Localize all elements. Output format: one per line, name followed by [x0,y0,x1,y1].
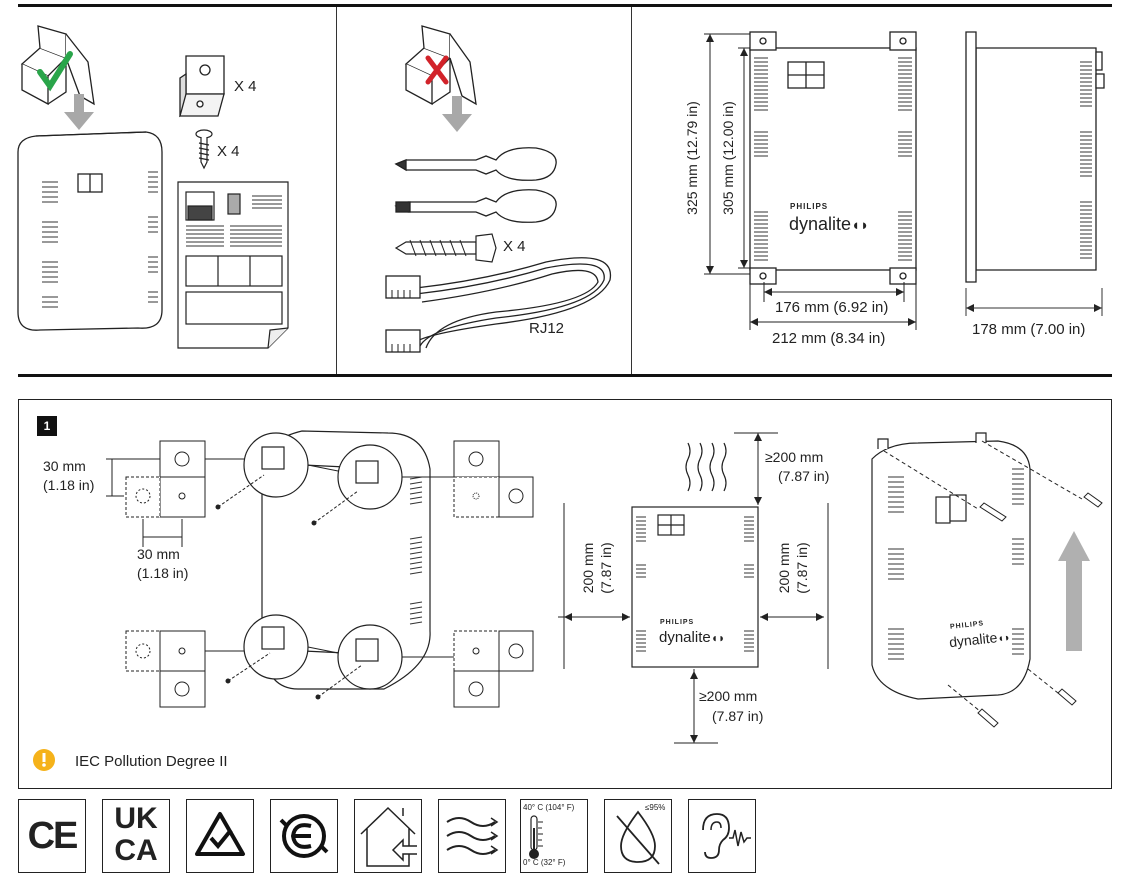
dynalite-logo-icon: ◖◗ [851,217,870,234]
clearance-bottom-in: (7.87 in) [712,708,764,724]
screw-quantity: X 4 [217,143,240,160]
document-icon [177,181,289,349]
rj12-connector-pins [391,290,411,352]
cross-icon [425,55,449,85]
rcm-mark-icon [186,799,254,873]
bracket-offset-dims [106,458,183,547]
bracket-icon [179,55,225,118]
bracket-leader-lines [205,458,454,658]
box-contents-illustration [17,25,289,349]
device-vents [42,171,158,308]
down-arrow-icon [64,94,94,130]
wall-screw-threads [409,239,467,257]
humidity-value: ≤95% [645,803,666,812]
bracket-template-top-right [453,440,534,518]
dimensions-drawing [704,31,1105,330]
step1-mounting-drawing [33,430,1103,771]
document-text-lines [186,195,282,247]
clearance-left-mm: 200 mm [580,542,596,594]
installed-screws [883,440,1103,728]
offset-h-mm: 30 mm [137,546,180,562]
indoor-use-icon [354,799,422,873]
bracket-quantity: X 4 [234,78,257,95]
top-rule [18,4,1112,7]
clearance-left-in: (7.87 in) [598,542,614,594]
clearance-right-mm: 200 mm [776,542,792,594]
wall-screw-quantity: X 4 [503,238,526,255]
dynalite-logo-icon: ◖◗ [710,631,726,645]
ukca-bottom: CA [114,834,158,867]
clearance-top-mm: ≥200 mm [765,449,824,465]
bracket-template-top-left [125,440,206,518]
dim-height-inner: 305 mm (12.00 in) [720,101,736,215]
installed-device-vents [888,468,1024,660]
dim-width-outer: 212 mm (8.34 in) [772,330,886,347]
screwdriver-phillips-icon [394,147,557,181]
temp-max: 40° C (104° F) [523,803,575,812]
clearance-arrowheads [564,433,824,743]
brand-large-clearance: dynalite◖◗ [659,629,725,646]
ukca-mark-icon: UK CA [102,799,170,873]
dim-height-outer: 325 mm (12.79 in) [684,101,700,215]
ce-mark-icon: CE [18,799,86,873]
cable-label: RJ12 [529,320,565,337]
brand-small-top: PHILIPS [790,202,829,211]
airflow-icon [438,799,506,873]
offset-h-in: (1.18 in) [137,565,189,581]
dimension-arrowheads [706,34,1102,326]
rj12-cable-icon [385,257,612,353]
warning-icon [33,749,55,771]
mounting-screws [215,474,363,700]
brand-wordmark: dynalite [789,214,852,234]
divider-2 [631,7,632,374]
bracket-template-bottom-left [125,630,206,708]
side-view-vents [965,61,1103,316]
open-box-icon [20,25,95,106]
tools-illustration [385,25,612,353]
front-view-vents [754,57,912,261]
device-side-view [965,31,1105,283]
down-arrow-icon [442,96,472,132]
middle-rule [18,374,1112,377]
step-number-badge: 1 [37,416,57,436]
device-illustration [17,131,163,331]
thermometer-icon: 40° C (104° F) 0° C (32° F) [520,799,588,873]
wall-screw-icon [394,233,497,263]
ce-text: CE [27,815,79,857]
bracket-detail-circles [243,432,403,690]
clearance-vents [636,516,754,652]
device-side-vents [409,476,423,625]
open-box-icon [404,25,477,106]
installed-device [871,432,1031,700]
offset-v-mm: 30 mm [43,458,86,474]
pollution-degree-note: IEC Pollution Degree II [75,753,228,770]
brand-small-clearance: PHILIPS [660,619,695,626]
check-icon [37,51,73,92]
dynalite-logo-icon: ◖◗ [996,631,1012,646]
eac-mark-icon [270,799,338,873]
device-front-view [749,31,917,285]
screw-icon [195,129,213,170]
brand-large-top: dynalite◖◗ [789,214,869,235]
up-arrow-icon [1058,531,1090,651]
dim-width-inner: 176 mm (6.92 in) [775,299,889,316]
heat-waves-icon [685,442,727,492]
noise-icon [688,799,756,873]
dim-depth: 178 mm (7.00 in) [972,321,1086,338]
bracket-template-bottom-right [453,630,534,708]
brand-wordmark: dynalite [659,629,711,646]
clearance-top-in: (7.87 in) [778,468,830,484]
divider-1 [336,7,337,374]
offset-v-in: (1.18 in) [43,477,95,493]
clearance-right-in: (7.87 in) [794,542,810,594]
clearance-bottom-mm: ≥200 mm [699,688,758,704]
ukca-top: UK [114,802,158,835]
humidity-icon: ≤95% [604,799,672,873]
screwdriver-flat-icon [394,189,557,223]
clearance-device [631,506,759,668]
temp-min: 0° C (32° F) [523,858,566,867]
